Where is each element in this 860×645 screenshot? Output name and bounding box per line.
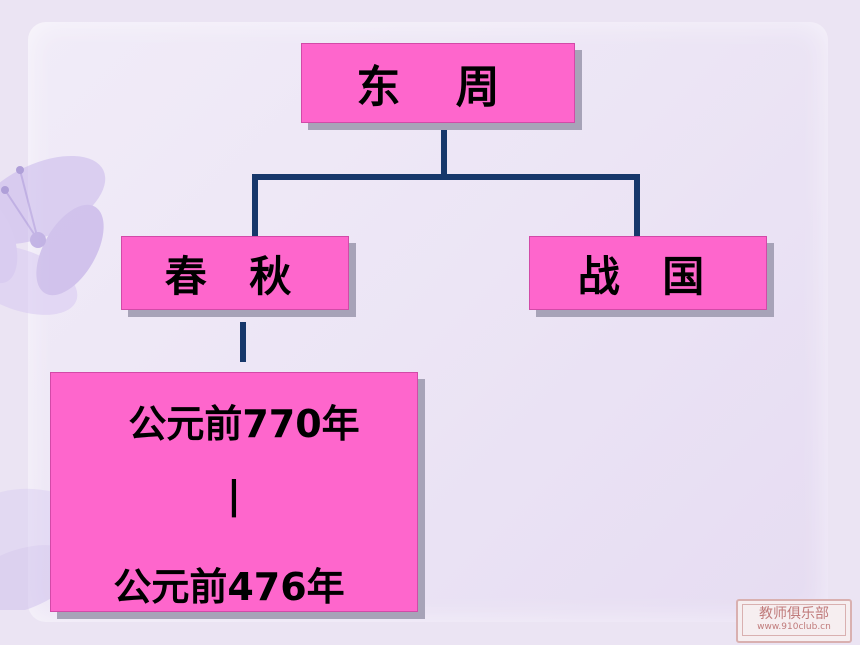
watermark-logo: 教师俱乐部 www.910club.cn	[736, 599, 852, 643]
node-zhanguo-label: 战 国	[577, 251, 719, 301]
watermark-line1: 教师俱乐部	[759, 606, 829, 623]
connector-right-down	[634, 174, 640, 236]
period-box: 公元前770年 | 公元前476年	[50, 372, 418, 612]
node-dongzhou-label: 东 周	[356, 62, 520, 113]
period-separator: |	[227, 473, 241, 517]
node-chunqiu-label: 春 秋	[164, 251, 306, 301]
node-zhanguo: 战 国	[529, 236, 767, 310]
period-end: 公元前476年	[113, 565, 345, 609]
node-dongzhou: 东 周	[301, 43, 575, 123]
period-start: 公元前770年	[128, 402, 360, 446]
node-chunqiu: 春 秋	[121, 236, 349, 310]
connector-root-down	[441, 122, 447, 180]
watermark-line2: www.910club.cn	[757, 621, 831, 632]
connector-left-down	[252, 174, 258, 236]
connector-horizontal	[252, 174, 640, 180]
connector-chunqiu-to-dates	[240, 322, 246, 362]
